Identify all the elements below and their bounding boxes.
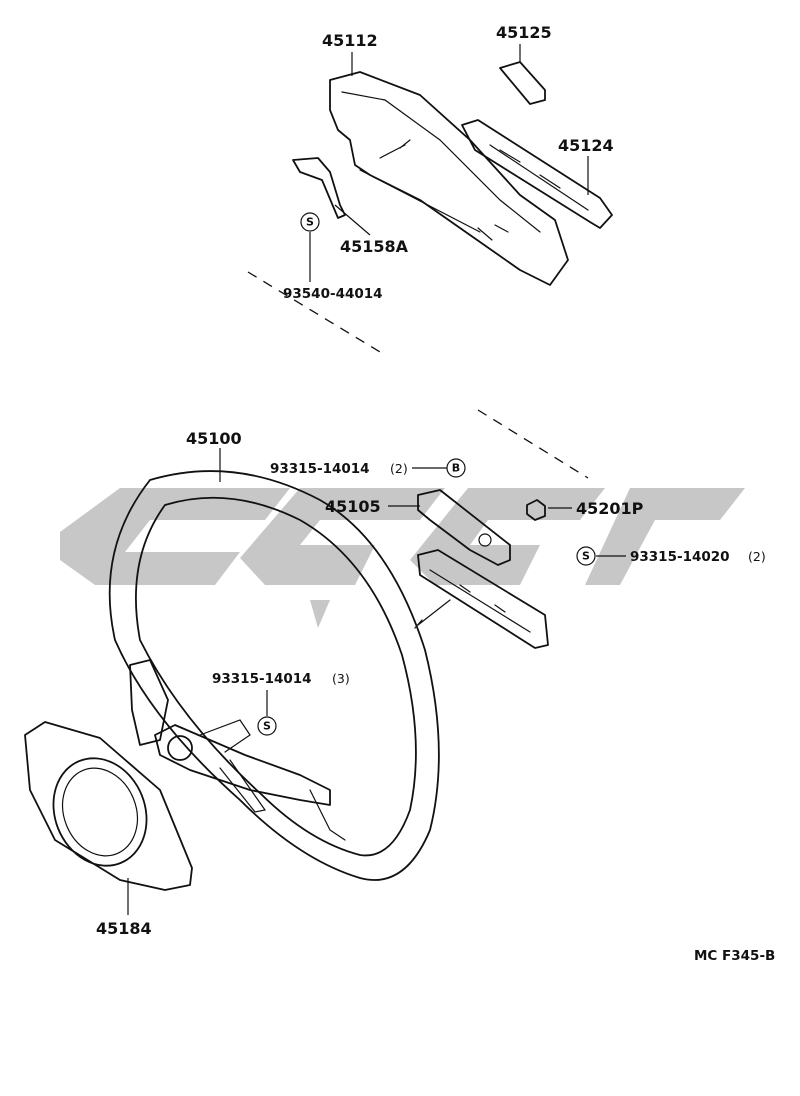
alignment-line-upper — [247, 271, 386, 356]
callout-45124: 45124 — [558, 136, 614, 155]
diagram-code: MC F345-B — [694, 948, 775, 964]
part-45125-emblem — [499, 61, 546, 105]
svg-text:S: S — [582, 550, 590, 563]
callout-93315-14014-2-qty: (2) — [390, 461, 408, 476]
part-45158a-bracket — [292, 157, 346, 219]
watermark-logo — [60, 488, 745, 628]
svg-text:S: S — [306, 216, 314, 229]
part-45184-cover — [24, 721, 193, 891]
callout-93315-14014-2: 93315-14014 — [270, 461, 370, 477]
part-45124-trim — [461, 119, 613, 229]
callout-45184: 45184 — [96, 919, 152, 938]
callout-93315-14014-3: 93315-14014 — [212, 671, 312, 687]
callout-93540-44014: 93540-44014 — [283, 286, 383, 302]
part-45112-pad — [329, 71, 569, 286]
symbol-s-93315-14020: S — [576, 546, 596, 566]
callout-45158a: 45158A — [340, 237, 409, 256]
callout-45125: 45125 — [496, 23, 552, 42]
part-45100-steering-wheel — [108, 470, 440, 881]
callout-45105: 45105 — [325, 497, 381, 516]
callout-93315-14020: 93315-14020 — [630, 549, 730, 565]
symbol-s-93315-14014-3: S — [257, 716, 277, 736]
symbol-s-93540: S — [300, 212, 320, 232]
callout-45201p: 45201P — [576, 499, 644, 518]
callout-93315-14020-qty: (2) — [748, 549, 766, 564]
callout-45100: 45100 — [186, 429, 242, 448]
leader-45158a — [334, 204, 371, 236]
svg-text:S: S — [263, 720, 271, 733]
alignment-line-lower — [477, 409, 589, 479]
callout-45112: 45112 — [322, 31, 378, 50]
part-45105-switch — [414, 489, 549, 649]
symbol-b-93315-14014-2: B — [446, 458, 466, 478]
part-45201p-nut — [526, 499, 546, 521]
svg-text:B: B — [452, 462, 460, 475]
callout-93315-14014-3-qty: (3) — [332, 671, 350, 686]
